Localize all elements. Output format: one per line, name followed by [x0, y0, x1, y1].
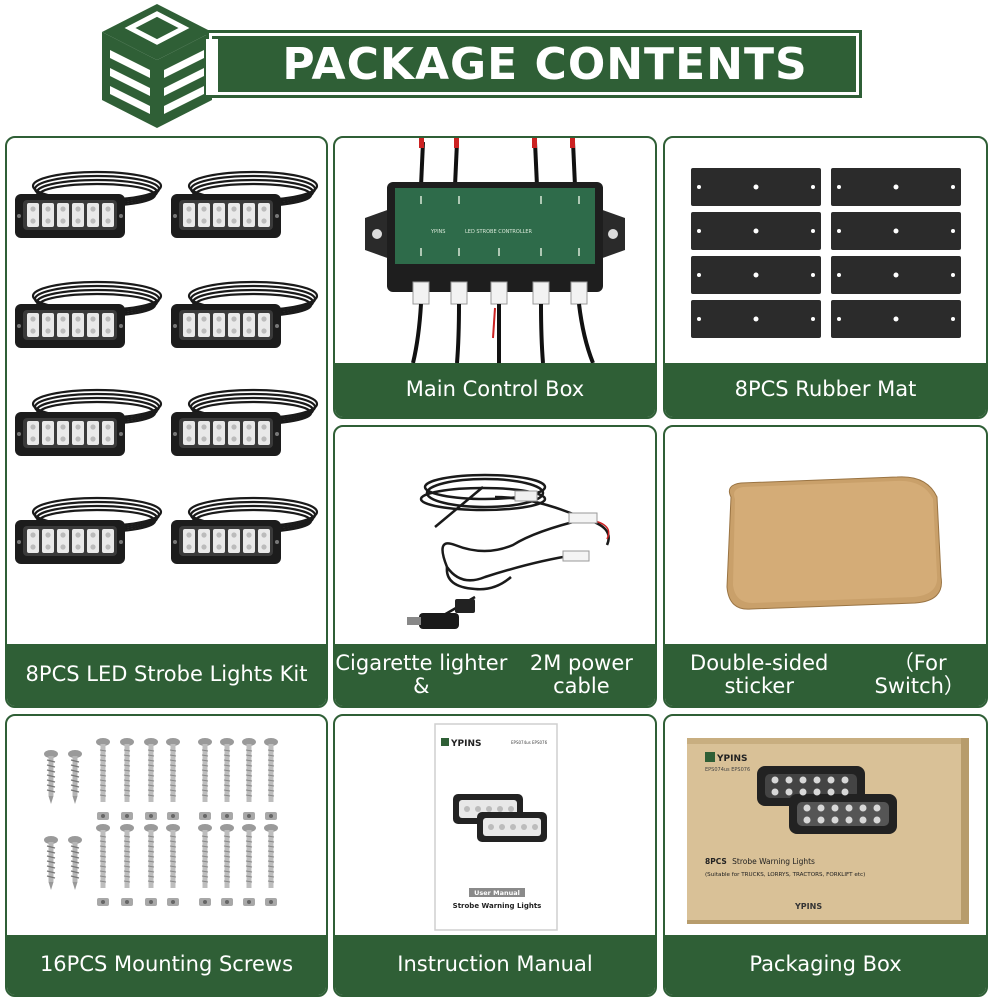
hex-nut — [221, 812, 233, 820]
machine-screw — [120, 824, 134, 888]
machine-screw — [242, 824, 256, 888]
machine-screw — [198, 824, 212, 888]
hex-nut — [265, 898, 277, 906]
screw-icon — [44, 738, 278, 906]
machine-screw — [166, 824, 180, 888]
caption-line-1: Cigarette lighter & — [335, 650, 508, 698]
manual-model: EPS074us EPS076 — [511, 740, 548, 745]
strobe-light — [171, 388, 319, 456]
hex-nut — [199, 898, 211, 906]
item-caption: 16PCS Mounting Screws — [7, 935, 326, 995]
packbox-line1: Strobe Warning Lights — [732, 857, 815, 866]
double-sided-sticker-icon — [726, 476, 942, 610]
packbox-footer-brand: YPINS — [794, 902, 822, 911]
caption-line-1: Double-sided sticker — [690, 650, 829, 698]
rubber-mat-icon — [691, 168, 961, 338]
rubber-mat — [691, 168, 821, 206]
item-mounting-screws: 16PCS Mounting Screws — [5, 714, 328, 997]
hex-nut — [121, 898, 133, 906]
svg-text:8PCS Strobe Warning Ligh: 8PCS Strobe Warning Lights — [705, 857, 815, 866]
packbox-line2: (Suitable for TRUCKS, LORRYS, TRACTORS, … — [705, 872, 865, 878]
item-caption: Main Control Box — [335, 363, 655, 417]
hex-nut — [167, 898, 179, 906]
packbox-model: EPS074us EPS076 — [705, 767, 750, 773]
caption-line-2: （For Switch） — [874, 650, 965, 698]
manual-brand: YPINS — [450, 739, 481, 749]
packbox-count: 8PCS — [705, 857, 727, 866]
hex-nut — [167, 812, 179, 820]
control-box-brand: YPINS — [430, 229, 445, 235]
hex-nut — [199, 812, 211, 820]
machine-screw — [220, 738, 234, 802]
hex-nut — [97, 898, 109, 906]
title-banner: PACKAGE CONTENTS — [206, 30, 862, 98]
caption-line-2: 2M power cable — [529, 650, 633, 698]
packbox-brand: YPINS — [716, 754, 747, 764]
hex-nut — [243, 898, 255, 906]
hex-nut — [243, 812, 255, 820]
package-cube-icon — [102, 4, 212, 128]
cigarette-lighter-cable-icon — [407, 473, 610, 629]
item-caption: Instruction Manual — [335, 935, 655, 995]
rubber-mat — [831, 168, 961, 206]
control-box-icon: YPINS LED STROBE CONTROLLER — [365, 138, 625, 363]
strobe-light — [15, 280, 163, 348]
item-instruction-manual: YPINS EPS074us EPS076 User Manual Strobe… — [333, 714, 657, 997]
item-caption: Cigarette lighter & 2M power cable — [335, 644, 655, 706]
machine-screw — [96, 738, 110, 802]
strobe-light — [15, 388, 163, 456]
page-title: PACKAGE CONTENTS — [282, 38, 808, 90]
control-box-title: LED STROBE CONTROLLER — [465, 229, 533, 235]
hex-nut — [97, 812, 109, 820]
rubber-mat — [691, 256, 821, 294]
packaging-box-icon: YPINS EPS074us EPS076 8PCS Strobe Warnin… — [687, 738, 969, 924]
strobe-light — [171, 280, 319, 348]
item-sticker: Double-sided sticker （For Switch） — [663, 425, 988, 708]
machine-screw — [264, 738, 278, 802]
item-rubber-mat: 8PCS Rubber Mat — [663, 136, 988, 419]
hex-nut — [221, 898, 233, 906]
rubber-mat — [691, 300, 821, 338]
machine-screw — [166, 738, 180, 802]
strobe-light — [15, 496, 163, 564]
machine-screw — [220, 824, 234, 888]
wood-screw — [44, 750, 58, 804]
rubber-mat — [831, 256, 961, 294]
machine-screw — [264, 824, 278, 888]
item-main-control-box: YPINS LED STROBE CONTROLLER Main Control… — [333, 136, 657, 419]
machine-screw — [120, 738, 134, 802]
item-packaging-box: YPINS EPS074us EPS076 8PCS Strobe Warnin… — [663, 714, 988, 997]
machine-screw — [144, 824, 158, 888]
item-caption: Double-sided sticker （For Switch） — [665, 644, 986, 706]
rubber-mat — [831, 212, 961, 250]
hex-nut — [145, 812, 157, 820]
manual-badge: User Manual — [474, 889, 520, 897]
item-led-strobe-lights: 8PCS LED Strobe Lights Kit — [5, 136, 328, 708]
manual-icon: YPINS EPS074us EPS076 User Manual Strobe… — [434, 723, 558, 931]
led-strobe-light-icon — [15, 170, 319, 564]
manual-subtitle: Strobe Warning Lights — [453, 902, 542, 910]
header: PACKAGE CONTENTS — [0, 0, 991, 132]
strobe-light — [15, 170, 163, 238]
wood-screw — [44, 836, 58, 890]
strobe-light — [171, 496, 319, 564]
hex-nut — [145, 898, 157, 906]
item-power-cable: Cigarette lighter & 2M power cable — [333, 425, 657, 708]
wood-screw — [68, 836, 82, 890]
machine-screw — [242, 738, 256, 802]
machine-screw — [144, 738, 158, 802]
item-caption: 8PCS LED Strobe Lights Kit — [7, 644, 326, 706]
machine-screw — [96, 824, 110, 888]
strobe-light — [171, 170, 319, 238]
wood-screw — [68, 750, 82, 804]
machine-screw — [198, 738, 212, 802]
hex-nut — [121, 812, 133, 820]
rubber-mat — [831, 300, 961, 338]
item-caption: Packaging Box — [665, 935, 986, 995]
rubber-mat — [691, 212, 821, 250]
hex-nut — [265, 812, 277, 820]
item-caption: 8PCS Rubber Mat — [665, 363, 986, 417]
